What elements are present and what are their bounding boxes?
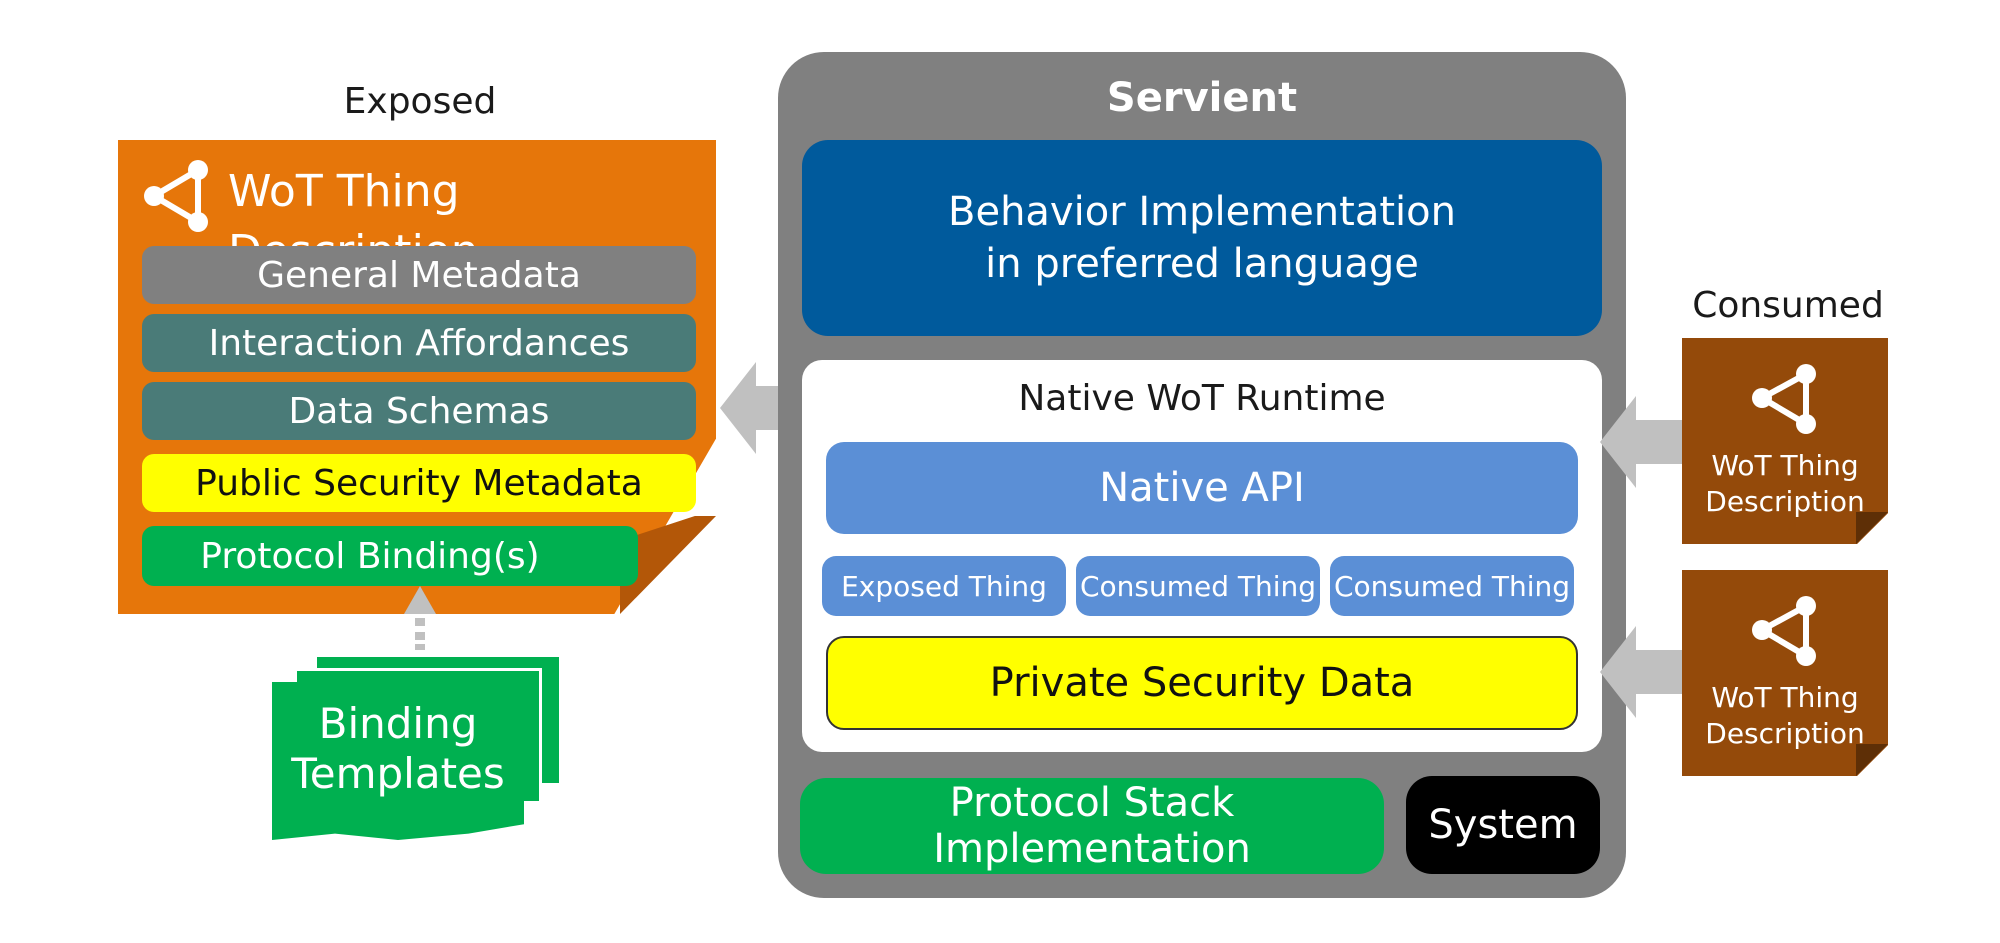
consumed-td-label: WoT Thing Description <box>1682 444 1888 524</box>
protocol-stack-box: Protocol Stack Implementation <box>800 778 1384 874</box>
exposed-label: Exposed <box>343 80 497 122</box>
binding-template-sheet-front <box>272 682 524 840</box>
consumed-thing-box: Consumed Thing <box>1330 556 1574 616</box>
exposed-thing-box: Exposed Thing <box>822 556 1066 616</box>
consumed-label: Consumed <box>1692 284 1884 326</box>
expose-arrow-left <box>720 362 806 454</box>
band-interaction-affordances: Interaction Affordances <box>142 314 696 372</box>
band-public-security-metadata: Public Security Metadata <box>142 454 696 512</box>
consume-arrow-upper <box>1600 396 1688 488</box>
share-icon <box>1752 596 1816 666</box>
consumed-td-line2: Description <box>1705 717 1865 750</box>
consumed-td-doc <box>1682 570 1888 776</box>
band-data-schemas: Data Schemas <box>142 382 696 440</box>
servient-title: Servient <box>1106 75 1298 121</box>
share-icon <box>144 160 208 232</box>
consumed-td-line2: Description <box>1705 485 1865 518</box>
system-box: System <box>1406 776 1600 874</box>
binding-templates-label: Binding Templates <box>272 694 524 804</box>
band-general-metadata: General Metadata <box>142 246 696 304</box>
behavior-line2: in preferred language <box>985 241 1419 287</box>
consumed-td-doc <box>1682 338 1888 544</box>
consumed-td-line1: WoT Thing <box>1711 681 1859 714</box>
dashed-up-arrow <box>404 586 436 650</box>
native-wot-runtime-title: Native WoT Runtime <box>1018 377 1386 419</box>
band-protocol-bindings: Protocol Binding(s) <box>142 526 638 586</box>
binding-templates-line1: Binding <box>318 699 478 748</box>
behavior-line1: Behavior Implementation <box>948 189 1456 235</box>
consume-arrow-lower <box>1600 626 1688 718</box>
binding-templates-line2: Templates <box>291 749 505 798</box>
consumed-thing-box: Consumed Thing <box>1076 556 1320 616</box>
share-icon <box>1752 364 1816 434</box>
native-api-box: Native API <box>826 442 1578 534</box>
behavior-implementation-box: Behavior Implementation in preferred lan… <box>802 140 1602 336</box>
consumed-td-line1: WoT Thing <box>1711 449 1859 482</box>
private-security-data-box: Private Security Data <box>826 636 1578 730</box>
exposed-td-title: WoT Thing Description <box>228 166 479 277</box>
consumed-td-label: WoT Thing Description <box>1682 676 1888 756</box>
